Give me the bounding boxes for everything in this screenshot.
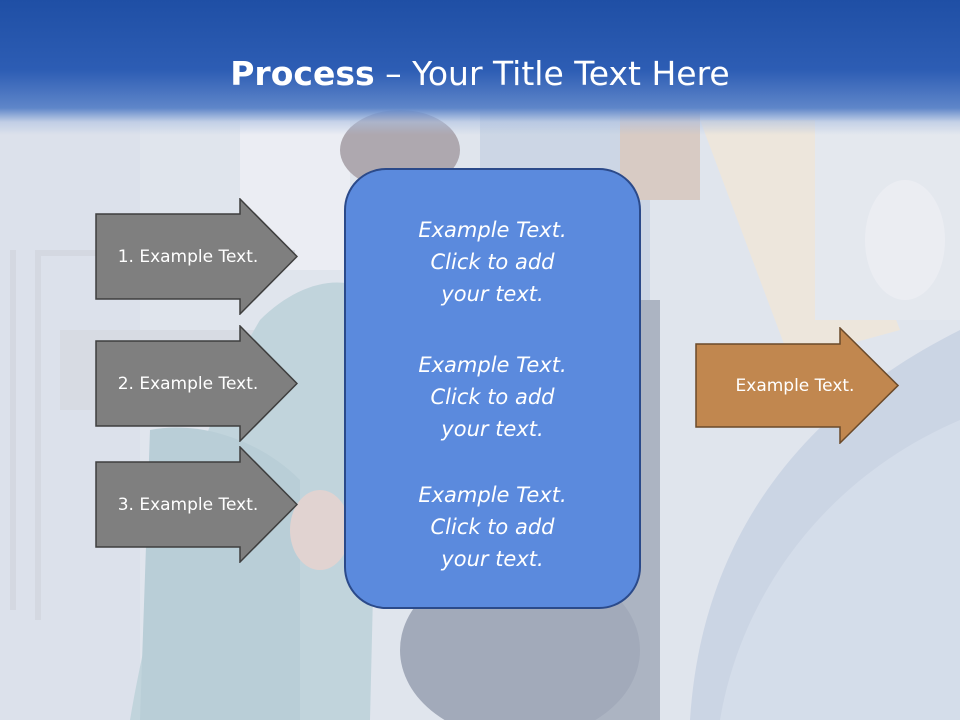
left-arrow-3[interactable]: 3. Example Text. (95, 446, 298, 563)
center-block-2-line-2: Click to add (430, 385, 555, 409)
title-rest-part: – Your Title Text Here (374, 54, 730, 93)
left-arrow-2-label: 2. Example Text. (117, 373, 259, 394)
center-block-1-line-3: your text. (441, 282, 544, 306)
center-block-1-line-2: Click to add (430, 250, 555, 274)
right-arrow[interactable]: Example Text. (695, 327, 899, 444)
center-block-3-line-3: your text. (441, 547, 544, 571)
center-text-block-3: Example Text. Click to add your text. (346, 479, 639, 575)
center-block-1-line-1: Example Text. (418, 218, 567, 242)
center-block-3-line-1: Example Text. (418, 483, 567, 507)
center-text-block-1: Example Text. Click to add your text. (346, 214, 639, 310)
center-text-box[interactable]: Example Text. Click to add your text. Ex… (344, 168, 641, 609)
left-arrow-1[interactable]: 1. Example Text. (95, 198, 298, 315)
left-arrow-1-label: 1. Example Text. (117, 246, 259, 267)
left-arrow-2[interactable]: 2. Example Text. (95, 325, 298, 442)
right-arrow-label: Example Text. (735, 375, 855, 396)
center-block-2-line-3: your text. (441, 417, 544, 441)
title-bold-part: Process (230, 54, 375, 93)
left-arrow-3-label: 3. Example Text. (117, 494, 259, 515)
title-bar (0, 0, 960, 135)
center-text-block-2: Example Text. Click to add your text. (346, 349, 639, 445)
center-block-2-line-1: Example Text. (418, 353, 567, 377)
center-block-3-line-2: Click to add (430, 515, 555, 539)
slide-title[interactable]: Process – Your Title Text Here (0, 52, 960, 96)
